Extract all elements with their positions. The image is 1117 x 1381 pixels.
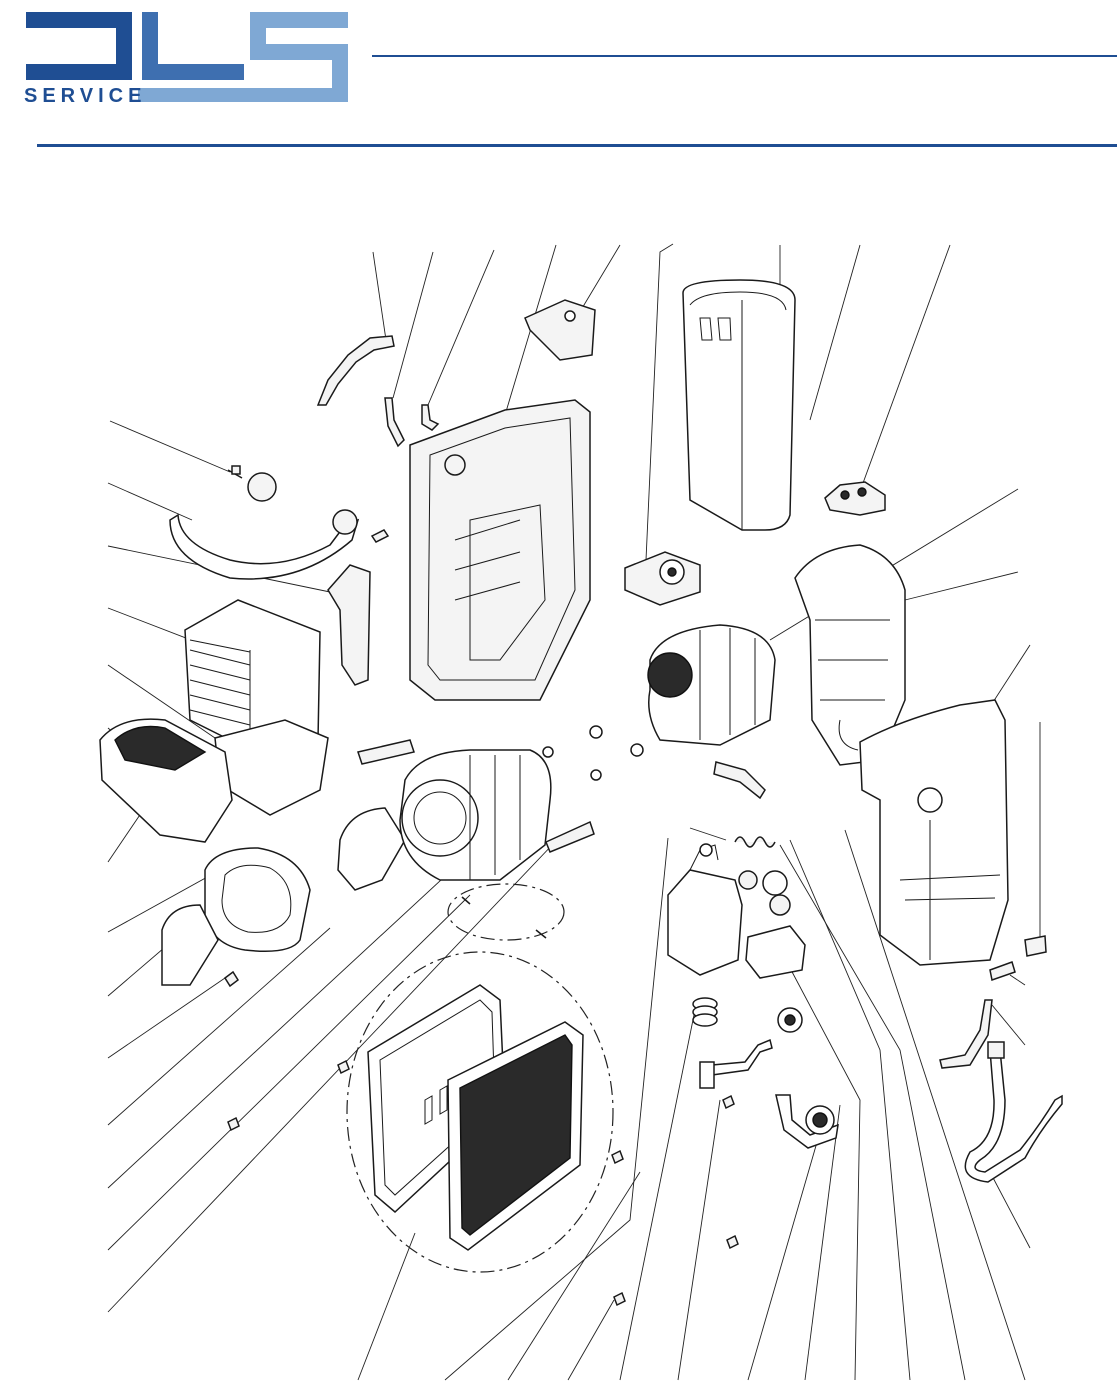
hose-right-connector [987,1041,1005,1059]
right-clip-1 [1024,935,1047,957]
rectangular-block [745,925,806,979]
right-wire-bracket [939,999,993,1069]
logo-letter-l [142,12,244,80]
roller-right [545,820,595,853]
thermoblock [647,624,776,746]
exploded-parts-diagram [99,243,1063,1381]
filter-grille-panel [447,1021,584,1251]
logo-letter-s [138,12,348,102]
steam-hose [169,513,360,580]
long-water-hose [964,1049,1063,1183]
pump [667,843,743,976]
logo-service-text: SERVICE [24,85,146,107]
pins-group-outline [447,883,565,941]
dispenser-cover-ring [204,847,311,952]
brew-unit [399,749,552,881]
screw-left-2 [227,1116,240,1132]
screw-right-panel [611,1149,624,1165]
screw-top-left [227,465,243,479]
logo-letter-d [26,12,132,80]
spout-knob [161,904,219,986]
pin-lower [535,929,547,939]
screw-left-panel [337,1059,350,1075]
top-cover-plate [524,299,596,361]
drip-tray [99,718,329,843]
tube-connector [711,1038,773,1076]
drip-cup [624,551,701,606]
latch-clip-right [421,404,440,431]
tube-end [699,1061,715,1089]
pin-upper [461,896,471,905]
screw-bottom-3 [613,1291,626,1307]
rear-panel-group-outline [346,951,614,1273]
header-rule-main [37,144,1117,147]
dls-service-logo: SERVICE [22,12,348,107]
vertical-duct [327,564,371,686]
latch-clip-left [384,397,405,448]
coil-spring [692,997,718,1027]
control-housing [794,544,906,766]
coffee-spout [337,807,406,891]
hose-fitting-right [332,509,358,535]
screw-bottom-2 [726,1234,739,1250]
top-wire-bracket [316,335,395,406]
top-cover-hole [564,310,576,322]
hose-fitting-left [247,472,277,502]
valve-gear-assembly [738,870,791,916]
spring-wire [734,836,776,848]
screw-bottom-1 [722,1094,735,1110]
header-rule-top [372,55,1117,57]
rubber-feet [542,725,644,781]
small-bracket-center [713,761,766,800]
water-tank [682,279,796,531]
roller-left [357,739,415,765]
screw-bottom-left [223,970,240,988]
right-side-panel [859,699,1009,966]
lower-valve-hose [775,1094,839,1149]
screw-center [370,529,390,543]
right-clip-2 [989,961,1016,981]
top-valve-block [824,481,886,516]
main-chassis-frame [409,399,591,701]
